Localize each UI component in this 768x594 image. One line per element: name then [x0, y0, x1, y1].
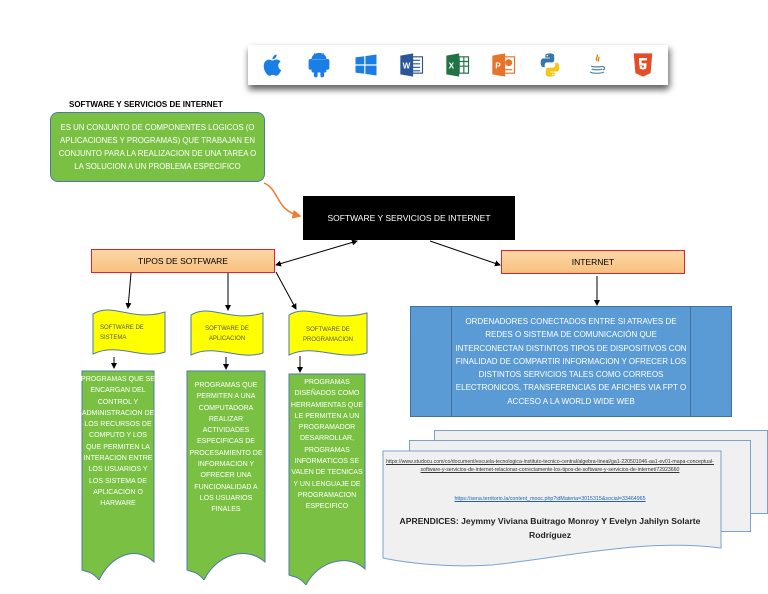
- word-icon: W: [397, 50, 427, 80]
- desc-box-programacion: PROGRAMAS DISEÑADOS COMO HERRAMIENTAS QU…: [288, 373, 366, 585]
- flag-label-programacion: SOFTWARE DE PROGRAMACION: [302, 327, 353, 343]
- reference-link-1[interactable]: https://www.studocu.com/co/document/escu…: [384, 458, 716, 474]
- desc-text-aplicacion: PROGRAMAS QUE PERMITEN A UNA COMPUTADORA…: [189, 382, 263, 514]
- central-node-label: SOFTWARE Y SERVICIOS DE INTERNET: [327, 213, 491, 223]
- desc-text-sistema: PROGRAMAS QUE SE ENCARGAN DEL CONTROL Y …: [81, 376, 155, 508]
- excel-icon: X: [443, 50, 473, 80]
- diagram-heading: SOFTWARE Y SERVICIOS DE INTERNET: [69, 100, 223, 109]
- desc-box-sistema: PROGRAMAS QUE SE ENCARGAN DEL CONTROL Y …: [81, 370, 155, 580]
- authors-credit: APRENDICES: Jeymmy Viviana Buitrago Monr…: [399, 516, 701, 540]
- reference-link-2[interactable]: https://sena.territorio.la/content_mooc.…: [384, 496, 716, 502]
- definition-box: ES UN CONJUNTO DE COMPONENTES LOGICOS (O…: [50, 112, 265, 182]
- android-icon: [304, 50, 334, 80]
- svg-text:X: X: [449, 62, 455, 71]
- blue-box-left-cell: [411, 307, 452, 416]
- desc-text-programacion: PROGRAMAS DISEÑADOS COMO HERRAMIENTAS QU…: [290, 379, 364, 511]
- internet-label: INTERNET: [571, 257, 615, 267]
- blue-box-right-cell: [690, 307, 731, 416]
- internet-description-box: ORDENADORES CONECTADOS ENTRE SI ATRAVES …: [410, 306, 732, 417]
- svg-text:W: W: [402, 62, 410, 71]
- svg-text:P: P: [495, 62, 501, 71]
- central-to-internet-connector: [429, 240, 501, 267]
- flag-software-sistema: SOFTWARE DE SISTEMA: [92, 308, 166, 360]
- studocu-link[interactable]: https://www.studocu.com/co/document/escu…: [386, 459, 714, 473]
- sena-link[interactable]: https://sena.territorio.la/content_mooc.…: [454, 496, 646, 502]
- central-to-tipos-connector: [275, 239, 358, 267]
- software-types-node: TIPOS DE SOTFWARE: [91, 249, 275, 273]
- software-types-label: TIPOS DE SOTFWARE: [138, 256, 228, 266]
- windows-icon: [351, 50, 381, 80]
- tipos-to-programacion-connector: [275, 271, 297, 310]
- technology-icon-bar: W X P: [248, 45, 668, 85]
- java-icon: [582, 50, 612, 80]
- desc-box-aplicacion: PROGRAMAS QUE PERMITEN A UNA COMPUTADORA…: [186, 370, 266, 580]
- python-icon: [535, 50, 565, 80]
- central-node: SOFTWARE Y SERVICIOS DE INTERNET: [303, 196, 515, 240]
- internet-description-text: ORDENADORES CONECTADOS ENTRE SI ATRAVES …: [455, 317, 687, 406]
- flag-software-aplicacion: SOFTWARE DE APLICACION: [190, 309, 264, 361]
- reference-sheet-front: [382, 450, 722, 568]
- html5-icon: [628, 50, 658, 80]
- flag-label-aplicacion: SOFTWARE DE APLICACION: [205, 326, 249, 342]
- definition-connector: [263, 182, 302, 219]
- powerpoint-icon: P: [489, 50, 519, 80]
- definition-text: ES UN CONJUNTO DE COMPONENTES LOGICOS (O…: [58, 123, 257, 171]
- internet-node: INTERNET: [501, 250, 685, 274]
- tipos-to-sistema-connector: [125, 272, 132, 309]
- flag-software-programacion: SOFTWARE DE PROGRAMACION: [288, 309, 368, 361]
- flag-label-sistema: SOFTWARE DE SISTEMA: [100, 325, 144, 341]
- apple-icon: [258, 50, 288, 80]
